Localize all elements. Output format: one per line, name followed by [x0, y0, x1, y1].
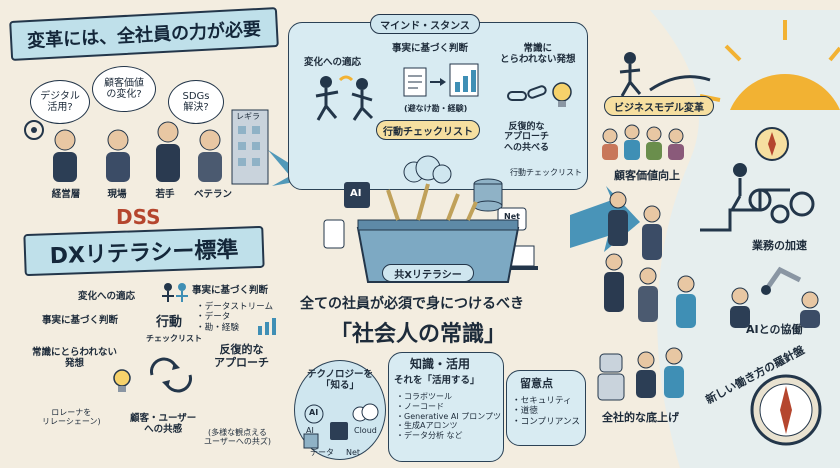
- data-analysis-icon: [403, 63, 479, 97]
- mindset-banner-text: マインド・スタンス: [380, 20, 470, 32]
- role-label-executive: 経営層: [51, 189, 81, 200]
- checklist-pill: 行動チェックリスト: [376, 120, 480, 140]
- know-right-list: ・セキュリティ ・道徳 ・コンプリアンス: [512, 396, 580, 427]
- gears-icon: [748, 188, 815, 224]
- climbing-person-icon: [619, 52, 711, 97]
- brain-ai-icon: [304, 404, 324, 424]
- tech-icons: [303, 403, 379, 449]
- know-icon-net: Net: [346, 448, 361, 457]
- mindset-fact-sub: (避なけ勘・経験): [404, 104, 468, 113]
- database-small-icon: [303, 433, 319, 449]
- tools-icon: [386, 183, 478, 221]
- mindset-fact: 事実に基づく判断: [392, 43, 469, 54]
- right-scene-illustration: [597, 10, 840, 468]
- outcome-customer: 顧客価値向上: [614, 169, 680, 182]
- outcome-speed: 業務の加速: [752, 239, 807, 252]
- person-field-icon: [106, 129, 130, 182]
- lit-center-title: 行動: [156, 315, 183, 330]
- literacy-banner: DXリテラシー標準: [23, 225, 265, 277]
- people-row-icon: [602, 124, 684, 160]
- sun-icon: [699, 20, 840, 110]
- cycle-arrows-icon: [150, 357, 192, 393]
- speech-bubble-customer: 顧客価値 の変化?: [92, 66, 156, 112]
- lightbulb-icon: [113, 369, 131, 392]
- lit-fact: 事実に基づく判断: [192, 285, 269, 296]
- lit-fact-2: 事実に基づく判断: [42, 315, 119, 326]
- compass-small-icon: [755, 127, 789, 161]
- building-sign: レギラ: [236, 112, 260, 121]
- know-mid-sub: それを「活用する」: [394, 375, 480, 386]
- know-icon-data: データ: [310, 448, 334, 457]
- person-young-icon: [156, 121, 180, 182]
- know-right-box: [506, 370, 586, 446]
- person-executive-icon: [53, 129, 77, 182]
- role-label-field: 現場: [107, 189, 127, 200]
- mindset-checklist-small: 行動チェックリスト: [510, 168, 582, 177]
- lit-empathy: 顧客・ユーザー への共感: [130, 413, 197, 435]
- dss-label: DSS: [116, 205, 161, 229]
- bar-chart-icon: [258, 318, 276, 335]
- database-icon: [473, 178, 503, 212]
- know-mid-list: ・コラボツール ・ノーコード ・Generative AI プロンプツ ・生成A…: [396, 392, 501, 440]
- checklist-pill-text: 行動チェックリスト: [383, 126, 473, 138]
- headline: 全ての社員が必須で身につけるべき: [300, 296, 524, 312]
- know-left-title: テクノロジーを 「知る」: [307, 369, 373, 391]
- outcome-bottom-up: 全社的な底上げ: [602, 411, 679, 424]
- mindset-iterative: 反復的な アプローチ への共べる: [504, 122, 550, 153]
- team-group-icon: [636, 347, 684, 398]
- broken-chain-icon: [507, 82, 572, 107]
- title-text: 変革には、全社員の力が必要: [26, 18, 262, 53]
- outcome-business: ビジネスモデル変革: [604, 96, 714, 116]
- lit-relation: ロレーナを リレーシェーン): [42, 408, 101, 427]
- ai-collab-people-icon: [730, 287, 820, 328]
- business-crowd-icon: [604, 191, 696, 328]
- lit-center-sub: チェックリスト: [146, 334, 202, 343]
- know-icon-cloud: Cloud: [354, 426, 377, 435]
- speech-bubble-sdgs: SDGs 解決?: [168, 80, 224, 124]
- tablet-icon: [323, 219, 345, 249]
- literacy-banner-text: DXリテラシー標準: [49, 237, 239, 270]
- compass-icon: [750, 374, 822, 446]
- know-icon-ai: AI: [306, 426, 314, 435]
- adapt-figures-icon: [162, 283, 188, 302]
- people-group-illustration: [24, 109, 269, 185]
- toolbox-label: 共Xリテラシー: [382, 264, 474, 282]
- lit-diverse: (多様な観点える ユーザーへの共ズ): [204, 428, 271, 447]
- mindset-unconventional: 常識に とらわれない発想: [500, 43, 576, 65]
- gear-icon: [24, 120, 44, 140]
- know-right-title: 留意点: [520, 377, 553, 390]
- role-label-young: 若手: [155, 189, 175, 200]
- lit-adapt: 変化への適応: [78, 291, 136, 302]
- chip-ai-icon: [344, 182, 370, 208]
- toolbox-ai-text: AI: [350, 188, 362, 199]
- speech-bubble-digital: デジタル 活用?: [30, 80, 90, 124]
- cloud-icon: [403, 155, 452, 184]
- robot-icon: [597, 353, 625, 401]
- lit-unconventional: 常識にとらわれない 発想: [32, 347, 118, 369]
- toolbox-net-text: Net: [504, 212, 520, 221]
- toolbox-label-text: 共Xリテラシー: [394, 269, 462, 281]
- chip-icon: [330, 422, 348, 440]
- lit-fact-list: ・データストリーム ・データ ・勘・経験: [196, 302, 274, 333]
- role-label-veteran: ベテラン: [193, 189, 232, 200]
- know-icon-ai-small: AI: [309, 408, 319, 417]
- office-building-icon: [231, 109, 269, 185]
- lit-iterative: 反復的な アプローチ: [214, 343, 269, 369]
- outcome-business-text: ビジネスモデル変革: [614, 102, 704, 114]
- headline-main: 「社会人の常識」: [330, 322, 507, 347]
- dancing-figures-icon: [315, 75, 374, 121]
- cloud-small-icon: [352, 403, 379, 422]
- know-mid-title: 知識・活用: [410, 357, 471, 371]
- person-veteran-icon: [198, 129, 222, 182]
- mindset-adapt: 変化への適応: [304, 57, 362, 68]
- mindset-banner: マインド・スタンス: [370, 14, 480, 34]
- know-mid-box: [388, 352, 504, 462]
- outcome-ai-collab: AIとの協働: [746, 323, 803, 336]
- robot-arm-icon: [761, 266, 802, 295]
